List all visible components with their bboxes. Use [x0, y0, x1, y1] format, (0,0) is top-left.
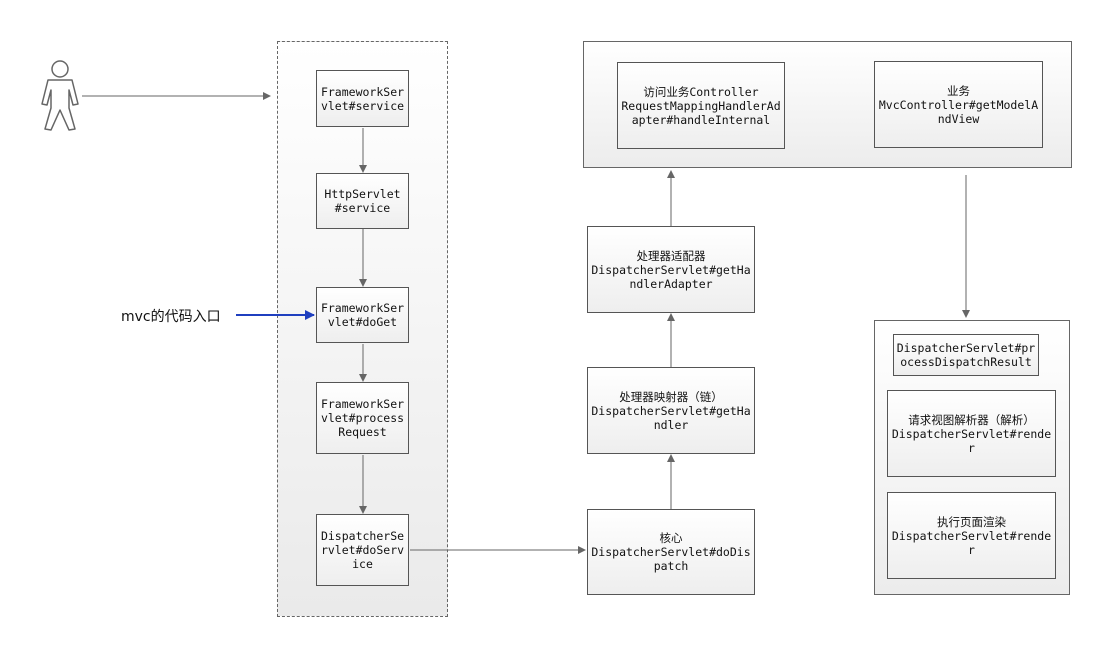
page-render-box: 执行页面渲染 DispatcherServlet#render — [887, 492, 1056, 579]
framework-servlet-processrequest-box: FrameworkServlet#processRequest — [316, 382, 409, 454]
user-icon — [41, 60, 79, 131]
get-model-and-view-box: 业务 MvcController#getModelAndView — [874, 61, 1043, 148]
gethandleradapter-box: 处理器适配器 DispatcherServlet#getHandlerAdapt… — [587, 226, 755, 313]
handle-internal-box: 访问业务Controller RequestMappingHandlerAdap… — [617, 62, 785, 149]
dodispatch-core-box: 核心 DispatcherServlet#doDispatch — [587, 509, 755, 595]
gethandler-mapping-box: 处理器映射器（链） DispatcherServlet#getHandler — [587, 367, 755, 454]
http-servlet-service-box: HttpServlet #service — [316, 173, 409, 229]
entry-label: mvc的代码入口 — [121, 309, 221, 325]
framework-servlet-service-box: FrameworkServlet#service — [316, 70, 409, 127]
framework-servlet-doget-box: FrameworkServlet#doGet — [316, 287, 409, 343]
view-resolver-render-box: 请求视图解析器（解析） DispatcherServlet#render — [887, 390, 1056, 477]
dispatcher-servlet-doservice-box: DispatcherServlet#doService — [316, 514, 409, 586]
process-dispatch-result-box: DispatcherServlet#processDispatchResult — [893, 334, 1039, 376]
